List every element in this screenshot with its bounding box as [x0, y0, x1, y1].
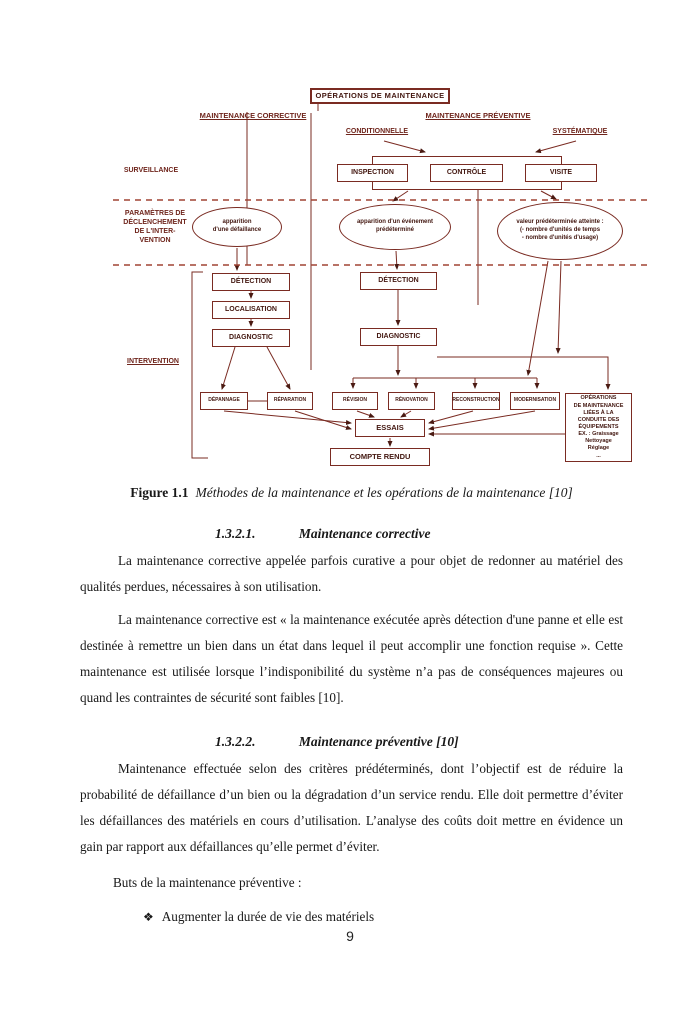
paragraph: Maintenance effectuée selon des critères…: [80, 761, 623, 854]
diagram-title-box: OPÉRATIONS DE MAINTENANCE: [310, 88, 450, 104]
paragraph: La maintenance corrective est « la maint…: [80, 612, 623, 705]
figure-caption: Figure 1.1 Méthodes de la maintenance et …: [80, 483, 623, 503]
section-number: 1.3.2.1.: [215, 526, 256, 541]
box-renovation: RÉNOVATION: [388, 392, 435, 410]
diagram-connector-lines: [113, 104, 652, 459]
row-label-intervention: INTERVENTION: [127, 358, 179, 365]
ellipse-trigger-defaillance: apparition d'une défaillance: [192, 207, 282, 247]
row-label-parametres: PARAMÈTRES DE DÉCLENCHEMENT DE L'INTER- …: [123, 210, 187, 245]
box-diagnostic-preventive: DIAGNOSTIC: [360, 328, 437, 346]
box-diagnostic-corrective: DIAGNOSTIC: [212, 329, 290, 347]
box-controle: CONTRÔLE: [430, 164, 503, 182]
box-operations-conduite: OPÉRATIONS DE MAINTENANCE LIÉES À LA CON…: [565, 393, 632, 462]
label-systematique: SYSTÉMATIQUE: [552, 128, 608, 135]
box-reparation: RÉPARATION: [267, 392, 313, 410]
row-label-surveillance: SURVEILLANCE: [123, 167, 179, 174]
list-item-text: Augmenter la durée de vie des matériels: [161, 909, 375, 924]
box-reconstruction: RECONSTRUCTION: [452, 392, 500, 410]
section-title: Maintenance préventive [10]: [298, 734, 459, 749]
label-conditionnelle: CONDITIONNELLE: [345, 128, 409, 135]
column-header-preventive: MAINTENANCE PRÉVENTIVE: [425, 111, 531, 120]
figure-caption-text: Méthodes de la maintenance et les opérat…: [195, 485, 573, 500]
section-heading-corrective: 1.3.2.1. Maintenance corrective: [215, 524, 623, 544]
box-depannage: DÉPANNAGE: [200, 392, 248, 410]
figure-caption-label: Figure 1.1: [130, 485, 189, 500]
box-compte-rendu: COMPTE RENDU: [330, 448, 430, 466]
diamond-bullet-icon: ❖: [143, 910, 154, 924]
box-visite: VISITE: [525, 164, 597, 182]
section-heading-preventive: 1.3.2.2. Maintenance préventive [10]: [215, 732, 623, 752]
buts-label: Buts de la maintenance préventive :: [113, 875, 302, 890]
box-detection-corrective: DÉTECTION: [212, 273, 290, 291]
box-localisation: LOCALISATION: [212, 301, 290, 319]
maintenance-methods-diagram: OPÉRATIONS DE MAINTENANCE MAINTENANCE CO…: [95, 85, 675, 483]
box-inspection: INSPECTION: [337, 164, 408, 182]
paragraph: La maintenance corrective appelée parfoi…: [80, 553, 623, 594]
section-number: 1.3.2.2.: [215, 734, 256, 749]
section-title: Maintenance corrective: [298, 526, 431, 541]
box-essais: ESSAIS: [355, 419, 425, 437]
text-body: Figure 1.1 Méthodes de la maintenance et …: [80, 483, 623, 930]
page-number: 9: [346, 928, 354, 944]
box-modernisation: MODERNISATION: [510, 392, 560, 410]
box-detection-preventive: DÉTECTION: [360, 272, 437, 290]
box-revision: RÉVISION: [332, 392, 378, 410]
ellipse-trigger-evenement: apparition d'un événement prédéterminé: [339, 204, 451, 250]
ellipse-trigger-valeur: valeur prédéterminée atteinte : (- nombr…: [497, 202, 623, 260]
list-item: ❖ Augmenter la durée de vie des matériels: [143, 904, 623, 930]
column-header-corrective: MAINTENANCE CORRECTIVE: [199, 111, 307, 120]
